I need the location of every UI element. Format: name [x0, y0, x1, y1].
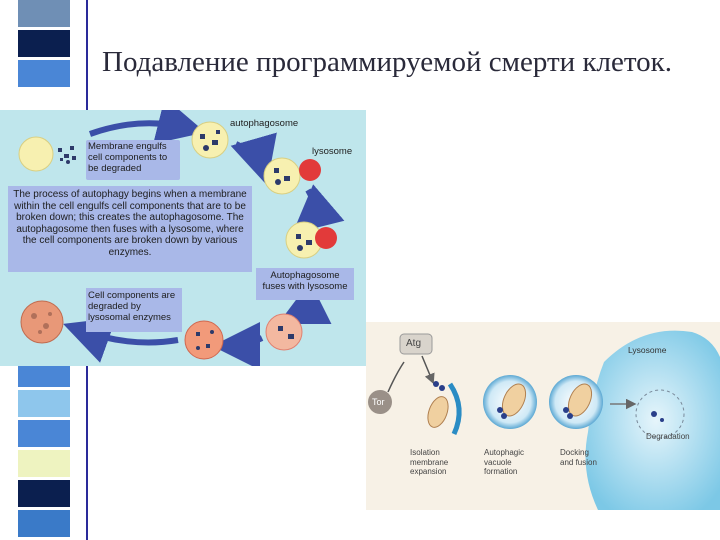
pathway-graphics	[368, 330, 720, 510]
cell-components	[58, 146, 76, 164]
stripe-segment	[18, 480, 70, 510]
tor-circle	[368, 390, 392, 414]
stripe-segment	[18, 0, 70, 30]
lysosome-ball-1	[299, 159, 321, 181]
stripe-segment	[18, 390, 70, 420]
label-autophagic-vacuole: Autophagic vacuole formation	[484, 448, 525, 476]
stripe-segment	[18, 510, 70, 540]
arrow-bottom	[212, 321, 264, 366]
degradation-vesicle	[635, 389, 685, 439]
inhibition-line	[387, 361, 405, 393]
arrow-right-1	[230, 132, 277, 186]
label-docking-fusion: Docking and fusion	[560, 448, 597, 467]
autophagosome-cell	[191, 121, 229, 159]
description-box: The process of autophagy begins when a m…	[8, 186, 252, 272]
autophagy-cycle-graphics	[18, 110, 345, 366]
membrane-engulfs-box: Membrane engulfs cell components to be d…	[86, 140, 180, 180]
label-lysosome: lysosome	[312, 146, 353, 157]
arrow-right-3	[277, 281, 332, 325]
degraded-cell	[20, 300, 64, 344]
slide-title: Подавление программируемой смерти клеток…	[102, 46, 673, 78]
label-tor: Tor	[372, 397, 385, 407]
lysosome-shape	[585, 330, 720, 510]
label-lysosome-pathway: Lysosome	[628, 345, 667, 355]
arrow-left	[63, 317, 179, 363]
atg-box	[399, 333, 433, 355]
stripe-segment	[18, 30, 70, 60]
label-isolation-membrane: Isolation membrane expansion	[410, 448, 449, 476]
fused-cell	[265, 313, 303, 351]
empty-cell	[18, 136, 54, 172]
mitochondrion-1	[427, 396, 449, 428]
autophagy-cycle-diagram: autophagosome lysosome Membrane engulfs …	[0, 110, 366, 366]
stripe-segment	[18, 420, 70, 450]
lysosome-ball-2	[315, 227, 337, 249]
cell-with-lysosome-1	[263, 157, 301, 195]
fuses-with-lysosome-box: Autophagosome fuses with lysosome	[256, 268, 354, 300]
label-autophagosome: autophagosome	[230, 118, 299, 129]
stripe-segment	[18, 60, 70, 90]
arrow-top	[88, 110, 206, 145]
degrading-cell	[184, 320, 224, 360]
components-degraded-box: Cell components are degraded by lysosoma…	[86, 288, 182, 332]
arrow-right-2	[292, 184, 345, 234]
label-degradation: Degradation	[646, 432, 690, 441]
isolation-membrane	[447, 382, 462, 436]
label-atg: Atg	[406, 338, 422, 349]
stripe-segment	[18, 450, 70, 480]
atg-arrow	[421, 355, 435, 385]
autophagy-pathway-diagram: Atg Tor Lysosome Isolation membrane expa…	[366, 322, 720, 510]
